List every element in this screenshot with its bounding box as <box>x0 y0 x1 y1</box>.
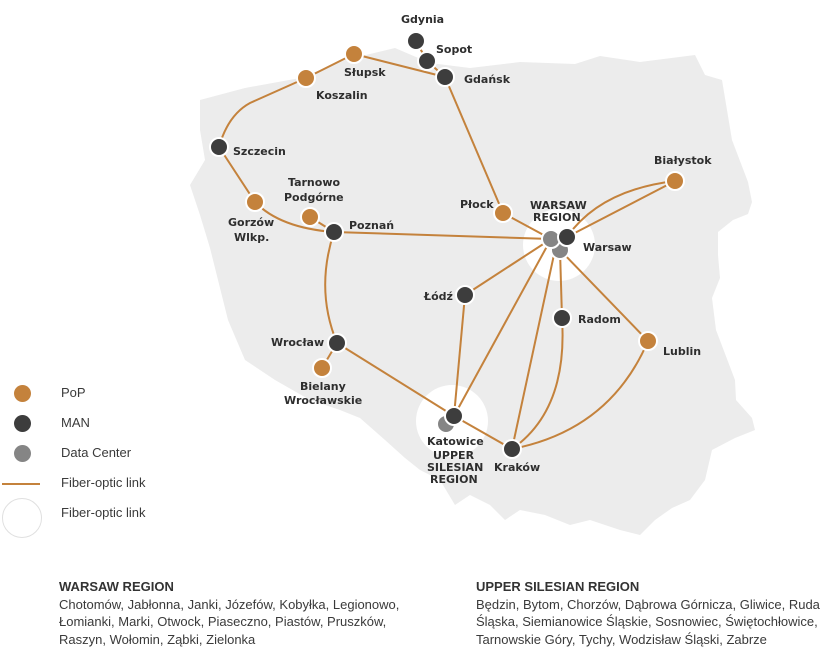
upper-silesian-region-line: Będzin, Bytom, Chorzów, Dąbrowa Górnicza… <box>476 596 820 612</box>
city-labels: Gdynia Sopot Gdańsk Słupsk Koszalin Szcz… <box>228 13 712 474</box>
nodes <box>209 31 685 459</box>
label-plock: Płock <box>460 198 494 211</box>
label-bielany-1: Bielany <box>300 380 346 393</box>
node-lublin[interactable] <box>638 331 658 351</box>
label-bielany-2: Wrocławskie <box>284 394 362 407</box>
warsaw-region-label-2: REGION <box>533 211 581 224</box>
node-gorzow[interactable] <box>245 192 265 212</box>
data-center-dot-icon <box>14 445 31 462</box>
upper-silesian-label-1: UPPER <box>433 449 475 462</box>
warsaw-region-line: Raszyn, Wołomin, Ząbki, Zielonka <box>59 631 256 647</box>
label-katowice: Katowice <box>427 435 484 448</box>
legend-label: PoP <box>61 385 86 400</box>
region-circle-icon <box>2 498 42 538</box>
warsaw-region-title: WARSAW REGION <box>59 579 174 594</box>
upper-silesian-region-line: Śląska, Siemianowice Śląskie, Sosnowiec,… <box>476 614 818 629</box>
label-lublin: Lublin <box>663 345 701 358</box>
upper-silesian-region-description: UPPER SILESIAN REGION Będzin, Bytom, Cho… <box>476 578 820 648</box>
label-warsaw: Warsaw <box>583 241 632 254</box>
label-tarnowo-1: Tarnowo <box>288 176 340 189</box>
label-gorzow-1: Gorzów <box>228 216 274 229</box>
node-gdansk[interactable] <box>435 67 455 87</box>
man-dot-icon <box>14 415 31 432</box>
label-gorzow-2: Wlkp. <box>234 231 269 244</box>
label-koszalin: Koszalin <box>316 89 368 102</box>
node-gdynia[interactable] <box>406 31 426 51</box>
label-wroclaw: Wrocław <box>271 336 324 349</box>
node-katowice[interactable] <box>444 406 464 426</box>
warsaw-region-line: Łomianki, Marki, Otwock, Piaseczno, Pias… <box>59 614 387 629</box>
upper-silesian-region-title: UPPER SILESIAN REGION <box>476 579 640 594</box>
upper-silesian-label-3: REGION <box>430 473 478 486</box>
label-slupsk: Słupsk <box>344 66 386 79</box>
fiber-line-icon <box>2 483 40 485</box>
label-krakow: Kraków <box>494 461 540 474</box>
node-slupsk[interactable] <box>344 44 364 64</box>
upper-silesian-region-line: Tarnowskie Góry, Tychy, Wodzisław Śląski… <box>476 631 767 647</box>
pop-dot-icon <box>14 385 31 402</box>
label-gdynia: Gdynia <box>401 13 444 26</box>
node-bialystok[interactable] <box>665 171 685 191</box>
node-wroclaw[interactable] <box>327 333 347 353</box>
node-krakow[interactable] <box>502 439 522 459</box>
label-poznan: Poznań <box>349 219 394 232</box>
warsaw-region-line: Chotomów, Jabłonna, Janki, Józefów, Koby… <box>59 596 400 612</box>
warsaw-region-label-1: WARSAW <box>530 199 587 212</box>
label-tarnowo-2: Podgórne <box>284 191 344 204</box>
legend-label: Data Center <box>61 445 132 460</box>
node-koszalin[interactable] <box>296 68 316 88</box>
node-poznan[interactable] <box>324 222 344 242</box>
label-szczecin: Szczecin <box>233 145 286 158</box>
label-gdansk: Gdańsk <box>464 73 511 86</box>
legend-label: Fiber-optic link <box>61 475 146 490</box>
node-plock[interactable] <box>493 203 513 223</box>
network-map: Gdynia Sopot Gdańsk Słupsk Koszalin Szcz… <box>190 13 755 535</box>
region-labels: WARSAW REGION UPPER SILESIAN REGION <box>427 199 587 486</box>
node-sopot[interactable] <box>417 51 437 71</box>
node-szczecin[interactable] <box>209 137 229 157</box>
upper-silesian-label-2: SILESIAN <box>427 461 483 474</box>
node-radom[interactable] <box>552 308 572 328</box>
node-tarnowo[interactable] <box>300 207 320 227</box>
label-sopot: Sopot <box>436 43 472 56</box>
label-radom: Radom <box>578 313 621 326</box>
label-bialystok: Białystok <box>654 154 712 167</box>
legend-label: Fiber-optic link <box>61 505 146 520</box>
node-lodz[interactable] <box>455 285 475 305</box>
node-warsaw[interactable] <box>557 227 577 247</box>
warsaw-region-description: WARSAW REGION Chotomów, Jabłonna, Janki,… <box>59 578 399 648</box>
legend-label: MAN <box>61 415 90 430</box>
node-bielany[interactable] <box>312 358 332 378</box>
label-lodz: Łódź <box>423 290 453 303</box>
